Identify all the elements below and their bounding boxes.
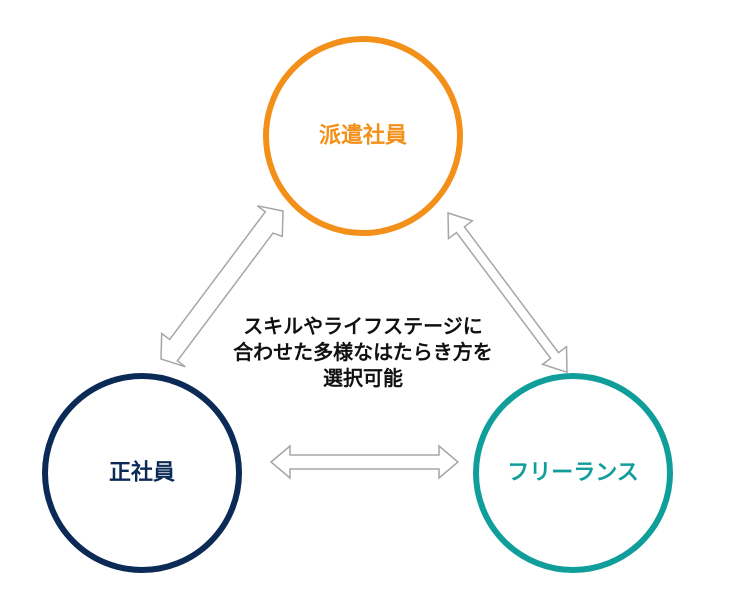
center-text-line-1: スキルやライフステージに (243, 314, 483, 338)
double-arrow-bottom (269, 444, 460, 480)
circle-seishain (42, 373, 242, 573)
double-arrow-top-left (160, 205, 284, 368)
circle-freelance (473, 373, 673, 573)
double-arrow-top-right (447, 211, 568, 374)
circle-haken (263, 36, 463, 236)
center-text-line-3: 選択可能 (323, 366, 403, 390)
label-haken: 派遣社員 (319, 123, 407, 149)
label-freelance: フリーランス (507, 461, 639, 486)
label-seishain: 正社員 (109, 460, 175, 486)
center-text-line-2: 合わせた多様なはたらき方を (233, 340, 493, 364)
